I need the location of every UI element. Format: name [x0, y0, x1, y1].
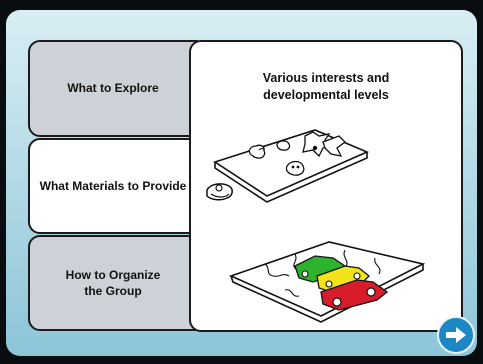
content-title: Various interests and developmental leve…	[262, 71, 390, 102]
nav-tab-label: What to Explore	[67, 81, 159, 96]
next-button[interactable]	[437, 316, 475, 354]
vehicle-jigsaw-puzzle-illustration	[228, 241, 425, 323]
animal-shapes-puzzle-illustration	[206, 129, 370, 203]
nav-tab-label: What Materials to Provide	[39, 178, 187, 193]
arrow-right-icon	[446, 327, 466, 343]
nav-tab-what-to-explore[interactable]: What to Explore	[28, 40, 198, 137]
nav-tab-what-materials-to-provide[interactable]: What Materials to Provide	[28, 138, 198, 234]
nav-tab-how-to-organize-the-group[interactable]: How to Organize the Group	[28, 235, 198, 331]
content-panel: Various interests and developmental leve…	[189, 40, 463, 332]
nav-tab-label: How to Organize the Group	[65, 267, 161, 298]
